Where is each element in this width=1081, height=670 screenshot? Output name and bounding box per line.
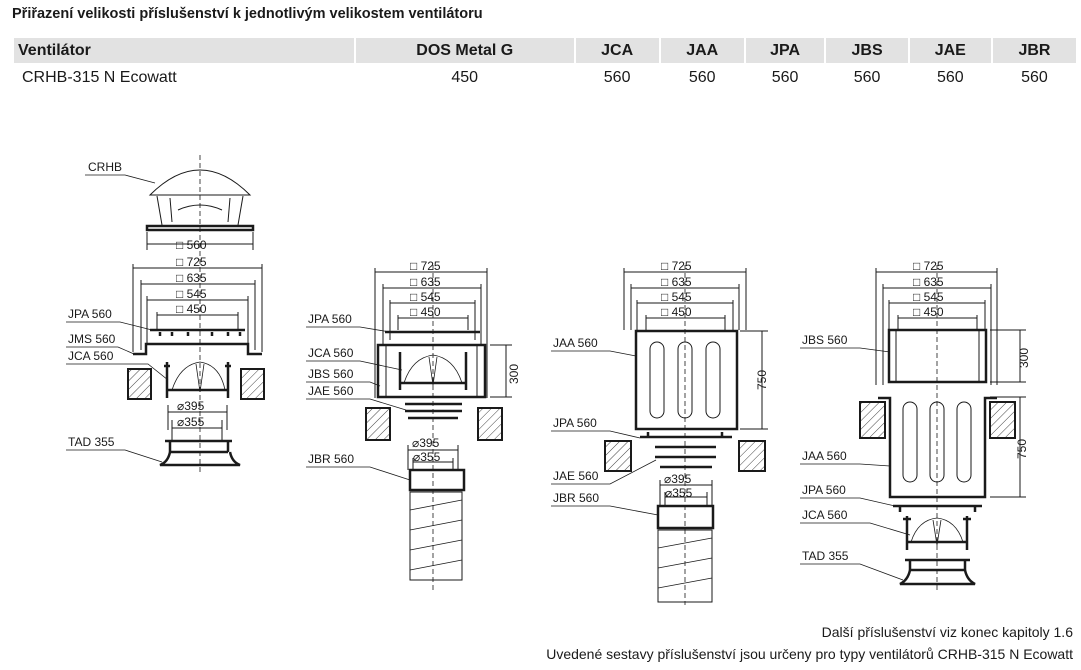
dim-300: 300 [1017,348,1031,368]
dim-355: ⌀355 [665,486,693,500]
dim-750: 750 [1015,439,1029,459]
dim-300: 300 [507,364,521,384]
label-jbr-560: JBR 560 [308,452,354,466]
dim-450: □ 450 [410,305,441,319]
label-tad-355: TAD 355 [68,435,115,449]
dim-725: □ 725 [661,259,692,273]
footer-note-more-accessories: Další příslušenství viz konec kapitoly 1… [821,624,1073,640]
dim-545: □ 545 [410,290,441,304]
label-tad-355: TAD 355 [802,549,849,563]
cell-jbr: 560 [1021,68,1048,86]
label-jca-560: JCA 560 [68,349,114,363]
col-jbr: JBR [992,38,1076,63]
label-jpa-560: JPA 560 [308,312,352,326]
dim-725: □ 725 [913,259,944,273]
dim-725: □ 725 [176,255,207,269]
section-title: Přiřazení velikosti příslušenství k jedn… [12,6,483,22]
label-jpa-560: JPA 560 [802,483,846,497]
dim-450: □ 450 [661,305,692,319]
dim-635: □ 635 [176,271,207,285]
dim-545: □ 545 [913,290,944,304]
dim-560: □ 560 [176,238,207,252]
table-row: CRHB-315 N Ecowatt 450 560 560 560 560 5… [14,63,1076,92]
dim-635: □ 635 [661,275,692,289]
table-header-row: Ventilátor DOS Metal G JCA JAA JPA JBS J… [14,38,1076,63]
label-jae-560: JAE 560 [553,469,599,483]
dim-545: □ 545 [176,287,207,301]
dim-395: ⌀395 [412,436,440,450]
dim-450: □ 450 [913,305,944,319]
dim-750: 750 [755,370,769,390]
cell-dos: 450 [451,68,479,86]
dim-395: ⌀395 [177,399,205,413]
diagram-jaa-duct-assembly: □ 725 □ 635 □ 545 □ 450 750 ⌀395 ⌀355 JA… [551,259,769,605]
label-jbs-560: JBS 560 [308,367,354,381]
diagram-jbs-jaa-roof-assembly: □ 725 □ 635 □ 545 □ 450 300 750 JBS 560 … [800,259,1031,590]
accessory-size-table: Ventilátor DOS Metal G JCA JAA JPA JBS J… [12,38,1078,92]
dim-635: □ 635 [913,275,944,289]
label-jpa-560: JPA 560 [553,416,597,430]
cell-ventilator: CRHB-315 N Ecowatt [22,68,177,86]
label-jpa-560: JPA 560 [68,307,112,321]
dim-450: □ 450 [176,302,207,316]
col-jae: JAE [909,38,991,63]
label-jaa-560: JAA 560 [553,336,598,350]
footer-note-applicability: Uvedené sestavy příslušenství jsou určen… [546,646,1073,662]
col-jca: JCA [575,38,659,63]
cell-jca: 560 [603,68,631,86]
label-jbr-560: JBR 560 [553,491,599,505]
col-dos-metal-g: DOS Metal G [355,38,574,63]
cell-jaa: 560 [688,68,716,86]
cell-jae: 560 [936,68,964,86]
col-jbs: JBS [826,38,908,63]
dim-725: □ 725 [410,259,441,273]
label-jca-560: JCA 560 [308,346,354,360]
dim-545: □ 545 [661,290,692,304]
label-jms-560: JMS 560 [68,332,116,346]
diagram-jbs-duct-assembly: □ 725 □ 635 □ 545 □ 450 300 ⌀395 ⌀355 JP… [306,259,521,590]
col-jpa: JPA [745,38,825,63]
dim-355: ⌀355 [413,450,441,464]
dim-355: ⌀355 [177,415,205,429]
cell-jpa: 560 [771,68,799,86]
cell-jbs: 560 [853,68,881,86]
dim-395: ⌀395 [664,472,692,486]
label-crhb: CRHB [88,160,122,174]
label-jca-560: JCA 560 [802,508,848,522]
diagram-crhb-roof-assembly: □ 560 □ 725 □ 635 □ 545 □ 450 ⌀395 ⌀355 … [66,155,265,475]
col-ventilator: Ventilátor [14,38,354,63]
dim-635: □ 635 [410,275,441,289]
col-jaa: JAA [660,38,744,63]
label-jbs-560: JBS 560 [802,333,848,347]
label-jaa-560: JAA 560 [802,449,847,463]
label-jae-560: JAE 560 [308,384,354,398]
